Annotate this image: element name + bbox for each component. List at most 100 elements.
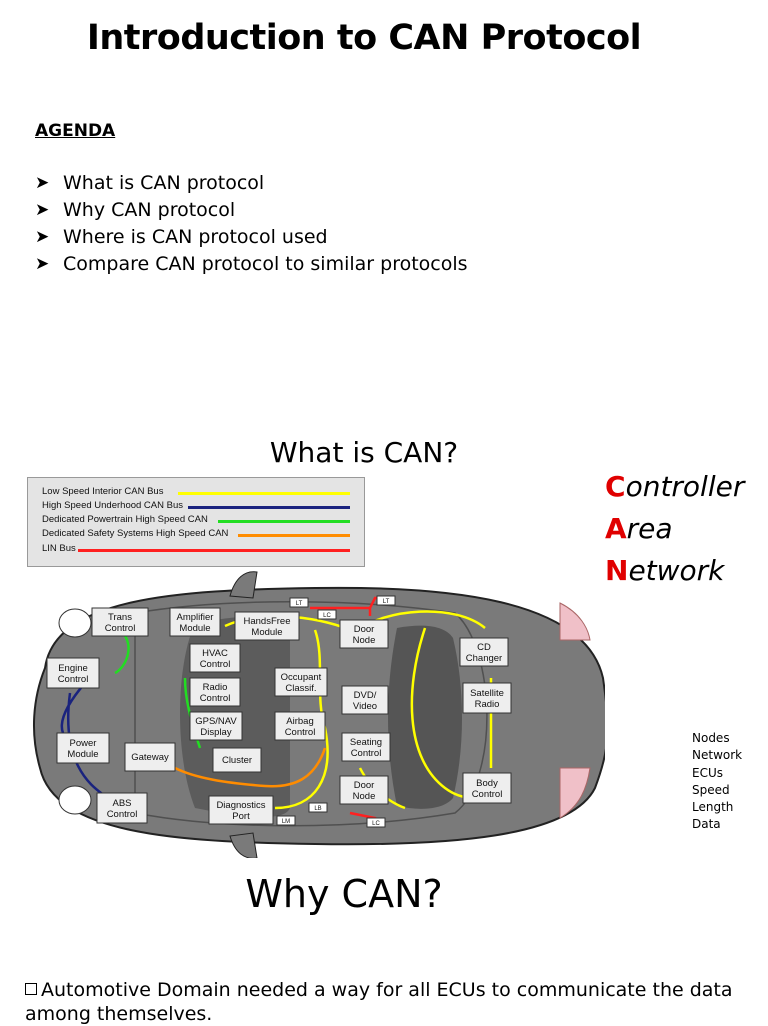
acronym-line: Area [605,512,673,545]
agenda-list: ➤What is CAN protocol ➤Why CAN protocol … [35,170,468,278]
svg-text:LT: LT [296,601,303,607]
svg-text:Node: Node [353,791,376,802]
svg-text:Control: Control [107,809,138,820]
legend-row: Low Speed Interior CAN Bus [28,486,364,500]
svg-text:Module: Module [179,623,210,634]
svg-text:Airbag: Airbag [286,716,313,727]
svg-text:Diagnostics: Diagnostics [216,800,265,811]
svg-text:Radio: Radio [475,699,500,710]
svg-text:Trans: Trans [108,612,132,623]
legend-swatch [218,520,350,523]
svg-text:LM: LM [282,819,290,825]
legend-swatch [238,534,350,537]
page-title: Introduction to CAN Protocol [86,18,642,58]
keyword: ECUs [692,765,723,780]
svg-text:LB: LB [314,806,321,812]
svg-text:Classif.: Classif. [285,683,316,694]
svg-text:Port: Port [232,811,250,822]
square-bullet-icon [25,983,37,995]
car-roof-outline [134,601,488,827]
bus-legend: Low Speed Interior CAN Bus High Speed Un… [27,477,365,567]
svg-text:Door: Door [354,624,375,635]
side-mirror-top [229,571,258,599]
svg-text:Control: Control [58,674,89,685]
side-mirror-bottom [229,832,258,858]
svg-text:ABS: ABS [112,798,131,809]
acronym-line: Controller [605,470,745,503]
legend-row: LIN Bus [28,543,364,557]
svg-text:Display: Display [200,727,231,738]
agenda-item: ➤Why CAN protocol [35,197,468,224]
svg-text:Gateway: Gateway [131,752,169,763]
legend-swatch [188,506,350,509]
svg-text:Control: Control [472,789,503,800]
svg-text:HandsFree: HandsFree [244,616,291,627]
legend-swatch [78,549,350,552]
tag: LB [308,802,328,813]
agenda-item: ➤Where is CAN protocol used [35,224,468,251]
acronym-line: Network [605,554,725,587]
svg-text:Engine: Engine [58,663,88,674]
tag: LM [276,815,296,826]
svg-text:Seating: Seating [350,737,382,748]
svg-text:Changer: Changer [466,653,502,664]
taillight-icon [559,602,591,641]
taillight-icon [559,767,591,819]
agenda-item: ➤What is CAN protocol [35,170,468,197]
headlight-icon [58,785,92,815]
svg-text:CD: CD [477,642,491,653]
svg-text:Video: Video [353,701,377,712]
svg-text:HVAC: HVAC [202,648,228,659]
svg-text:Control: Control [351,748,382,759]
svg-text:Module: Module [251,627,282,638]
ecu-gateway: Gateway [124,742,176,772]
agenda-item: ➤Compare CAN protocol to similar protoco… [35,251,468,278]
legend-row: Dedicated Powertrain High Speed CAN [28,514,364,528]
arrow-bullet-icon: ➤ [35,173,50,193]
tag: LT [376,595,396,606]
svg-text:LC: LC [372,821,380,827]
what-is-can-heading: What is CAN? [269,436,459,469]
svg-text:Power: Power [70,738,97,749]
svg-text:Control: Control [200,693,231,704]
arrow-bullet-icon: ➤ [35,227,50,247]
small-tags: LT LC LT LB LM LC [276,595,396,828]
svg-text:Occupant: Occupant [281,672,322,683]
arrow-bullet-icon: ➤ [35,254,50,274]
svg-text:Radio: Radio [203,682,228,693]
legend-row: High Speed Underhood CAN Bus [28,500,364,514]
can-acronym: Controller Area Network [605,466,744,592]
svg-text:Body: Body [476,778,498,789]
tag: LT [289,597,309,608]
svg-text:Satellite: Satellite [470,688,504,699]
svg-text:Node: Node [353,635,376,646]
why-can-heading: Why CAN? [245,872,443,916]
legend-row: Dedicated Safety Systems High Speed CAN [28,528,364,542]
svg-text:Amplifier: Amplifier [177,612,214,623]
ecu-cluster: Cluster [212,747,262,773]
svg-text:LC: LC [323,613,331,619]
svg-text:Cluster: Cluster [222,755,252,766]
bus-wire-orange [174,747,327,788]
arrow-bullet-icon: ➤ [35,200,50,220]
svg-text:Module: Module [67,749,98,760]
keyword: Length [692,800,734,815]
